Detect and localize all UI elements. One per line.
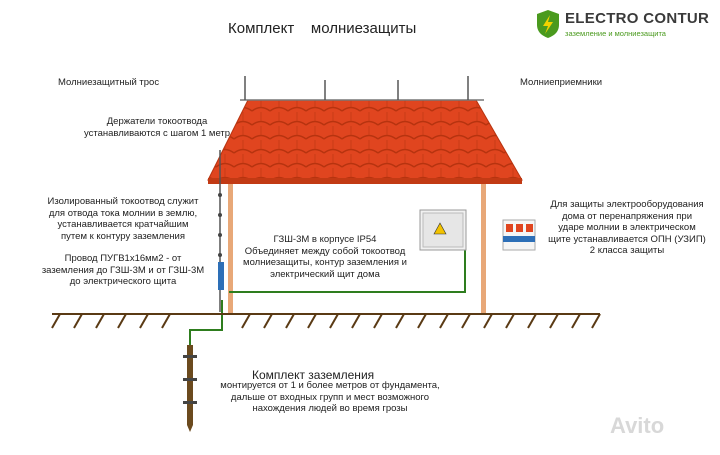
page-title: Комплект молниезащиты (228, 20, 417, 37)
downconductor-label: Изолированный токоотвод служит для отвод… (38, 196, 208, 242)
surge-line: 2 класса защиты (589, 245, 665, 256)
brand-logo: ELECTRO CONTUR заземление и молниезащита (535, 9, 715, 45)
box-line: ГЗШ-3М в корпусе IP54 (273, 234, 377, 245)
surge-line: дома от перенапряжения при (561, 210, 693, 222)
box-line: молниезащиты, контур заземления и (243, 257, 407, 268)
box-line: Объединяет между собой токоотвод (244, 245, 406, 257)
rods-label: Молниеприемники (520, 77, 603, 88)
downconductor-line: для отвода тока молнии в землю, (48, 207, 198, 219)
box-label: ГЗШ-3М в корпусе IP54 Объединяет между с… (234, 234, 416, 280)
holders-label: Держатели токоотвода устанавливаются с ш… (82, 116, 232, 139)
brand-name: ELECTRO CONTUR (565, 10, 710, 27)
box-line: электрический щит дома (270, 268, 380, 280)
surge-line: ударе молнии в электрическом (558, 222, 696, 233)
grounding-line: дальше от входных групп и мест возможног… (230, 391, 430, 403)
surge-label: Для защиты электрооборудования дома от п… (538, 199, 716, 257)
holders-line: Держатели токоотвода (106, 116, 208, 127)
wire-line: Провод ПУГВ1х16мм2 - от (64, 253, 182, 264)
wire-line: заземления до ГЗШ-3М и от ГЗШ-3М (41, 264, 205, 276)
ground-line (51, 313, 601, 329)
grounding-line: монтируется от 1 и более метров от фунда… (220, 380, 440, 391)
grounding-line: нахождения людей во время грозы (252, 403, 408, 414)
grounding-rod (183, 345, 197, 432)
surge-line: Для защиты электрооборудования (550, 199, 704, 210)
roof (207, 99, 523, 184)
cable-label: Молниезащитный трос (58, 77, 160, 88)
grounding-title: Комплект заземления (252, 368, 375, 382)
brand-tagline: заземление и молниезащита (565, 29, 666, 38)
lightning-shield-icon (537, 10, 559, 38)
downconductor-line: устанавливается кратчайшим (57, 219, 189, 230)
avito-watermark: Avito (610, 413, 665, 438)
surge-protector (502, 219, 536, 251)
downconductor-line: Изолированный токоотвод служит (47, 196, 199, 207)
grounding-label: монтируется от 1 и более метров от фунда… (200, 380, 460, 415)
wire-line: до электрического щита (69, 276, 177, 287)
down-conductor (218, 150, 224, 312)
surge-line: щите устанавливается ОПН (УЗИП) (548, 233, 706, 245)
holders-line: устанавливаются с шагом 1 метр (83, 127, 231, 139)
lightning-rods (244, 76, 469, 100)
gzsh-box (419, 209, 467, 251)
wire-label: Провод ПУГВ1х16мм2 - от заземления до ГЗ… (28, 253, 218, 288)
downconductor-line: путем к контуру заземления (61, 230, 185, 242)
house-posts (228, 182, 486, 314)
